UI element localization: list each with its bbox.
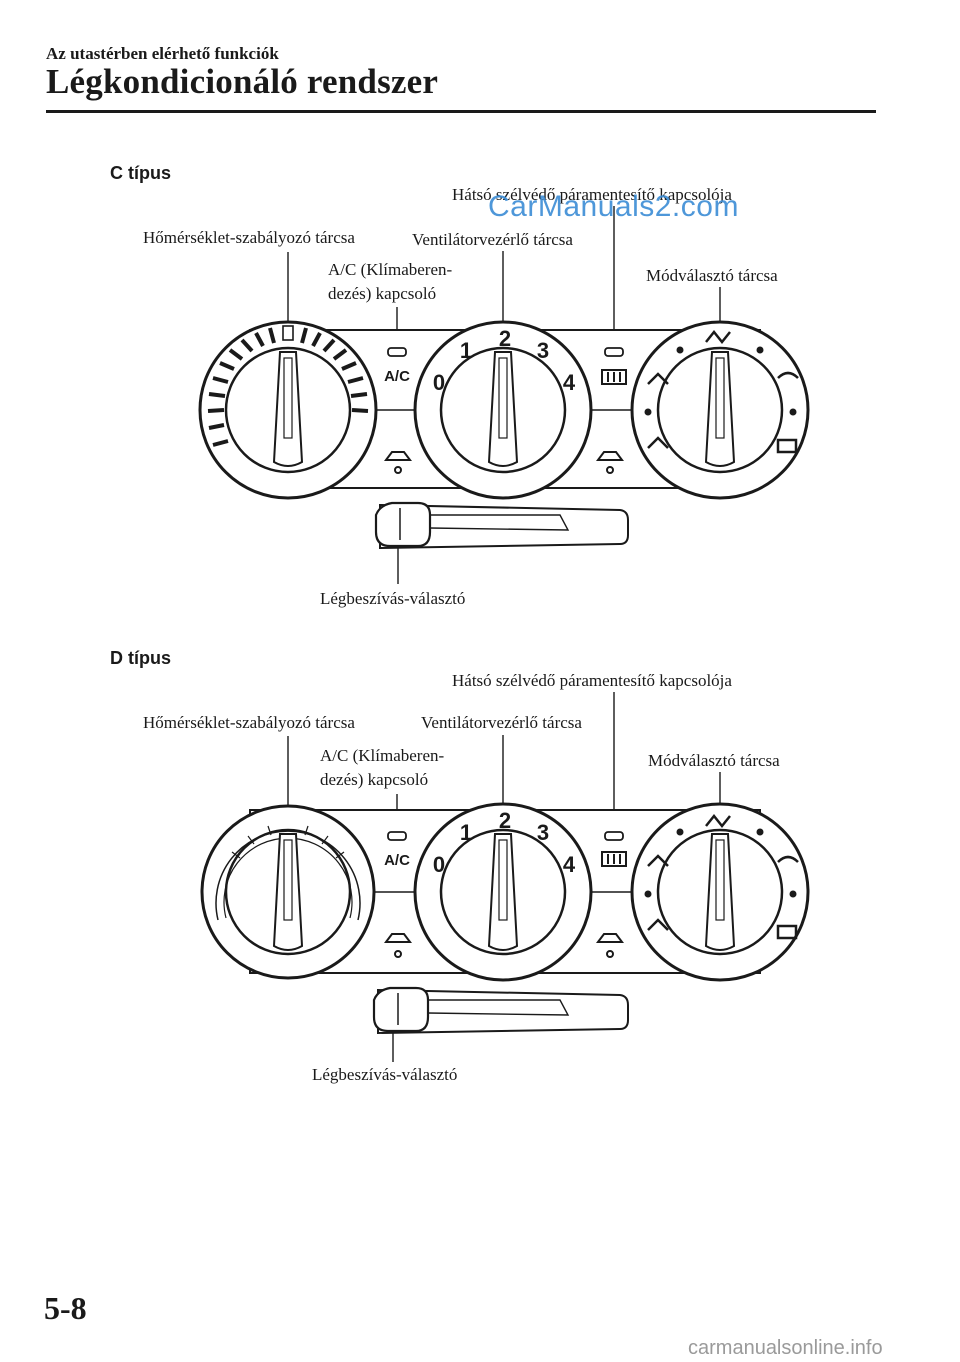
figure-d-intake-lever[interactable] [372, 986, 629, 1035]
figure-d-ac-switch[interactable]: A/C [384, 831, 410, 869]
figure-d-mode-label: Módválasztó tárcsa [648, 751, 780, 770]
ac-indicator-lamp [387, 347, 407, 357]
rear-defrost-indicator-lamp [604, 347, 624, 357]
figure-d-ac-label-line2: dezés) kapcsoló [320, 770, 429, 789]
figure-d-fan-label: Ventilátorvezérlő tárcsa [421, 713, 582, 732]
page-title: Légkondicionáló rendszer [46, 62, 439, 101]
vent-face-icon [705, 329, 731, 345]
rear-defrost-icon [601, 851, 627, 867]
ac-text: A/C [384, 852, 410, 869]
temperature-gradient-arc [215, 830, 361, 921]
fan-speed-0: 0 [433, 370, 445, 395]
figure-c-intake-label: Légbeszívás-választó [320, 589, 466, 608]
figure-c-ac-switch[interactable]: A/C [384, 347, 410, 385]
vent-bilevel-icon [647, 372, 669, 385]
figure-c-ac-label-line2: dezés) kapcsoló [328, 284, 437, 303]
windshield-defrost-icon [776, 924, 798, 940]
figure-c-rear-defrost-switch[interactable] [601, 347, 627, 385]
figure-c-type-label: C típus [110, 163, 171, 183]
fan-speed-1: 1 [460, 820, 472, 845]
car-recirc-icon [384, 451, 412, 474]
figure-d-mode-dial[interactable] [630, 802, 810, 982]
fan-speed-4: 4 [563, 370, 576, 395]
thermometer-icon [282, 325, 294, 341]
fan-speed-2: 2 [499, 326, 511, 351]
vent-floor-icon [647, 436, 669, 449]
figure-d-ac-label-line1: A/C (Klímaberen- [320, 746, 445, 765]
car-fresh-air-icon [596, 451, 624, 474]
watermark-carmanuals2: CarManuals2.com [488, 190, 739, 223]
fan-speed-1: 1 [460, 338, 472, 363]
ac-text: A/C [384, 368, 410, 385]
rear-defrost-indicator-lamp [604, 831, 624, 841]
figure-d-intake-label: Légbeszívás-választó [312, 1065, 458, 1084]
figure-c-intake-lever[interactable] [374, 501, 629, 550]
ac-indicator-lamp [387, 831, 407, 841]
figure-c-temp-label: Hőmérséklet-szabályozó tárcsa [143, 228, 355, 247]
figure-c-mode-label: Módválasztó tárcsa [646, 266, 778, 285]
fan-speed-3: 3 [537, 820, 549, 845]
page-number: 5-8 [44, 1290, 87, 1326]
vent-floor-icon [647, 918, 669, 931]
figure-c-panel: A/C 0 1 2 3 4 [198, 206, 810, 584]
vent-face-icon [705, 813, 731, 829]
vent-bilevel-icon [647, 854, 669, 867]
fan-speed-2: 2 [499, 808, 511, 833]
windshield-defrost-icon [776, 438, 798, 454]
figure-c-rear-defrost-label: Hátsó szélvédő páramentesítő kapcsolója [452, 185, 732, 204]
fan-speed-4: 4 [563, 852, 576, 877]
watermark-carmanualsonline: carmanualsonline.info [688, 1337, 883, 1359]
figure-d-panel: A/C 0 1 2 3 4 [200, 692, 810, 1062]
fan-speed-0: 0 [433, 852, 445, 877]
rear-defrost-icon [601, 369, 627, 385]
figure-c-ac-label-line1: A/C (Klímaberen- [328, 260, 453, 279]
figure-d-temp-label: Hőmérséklet-szabályozó tárcsa [143, 713, 355, 732]
fan-speed-3: 3 [537, 338, 549, 363]
car-recirc-icon [384, 933, 412, 958]
figure-c-fan-dial[interactable]: 0 1 2 3 4 [413, 320, 593, 500]
figure-d-type-label: D típus [110, 648, 171, 668]
figure-c-mode-dial[interactable] [630, 320, 810, 500]
car-fresh-air-icon [596, 933, 624, 958]
figure-c-temp-dial[interactable] [198, 320, 378, 500]
vent-floor-defrost-icon [777, 371, 799, 379]
temperature-scale-ticks [207, 327, 369, 447]
figure-d-temp-dial[interactable] [200, 804, 376, 980]
figure-d-fan-dial[interactable]: 0 1 2 3 4 [413, 802, 593, 982]
figure-d-rear-defrost-switch[interactable] [601, 831, 627, 867]
figure-d-rear-defrost-label: Hátsó szélvédő páramentesítő kapcsolója [452, 671, 732, 690]
title-divider [46, 110, 876, 113]
vent-floor-defrost-icon [777, 855, 799, 863]
figure-c-fan-label: Ventilátorvezérlő tárcsa [412, 230, 573, 249]
section-name: Az utastérben elérhető funkciók [46, 44, 279, 63]
